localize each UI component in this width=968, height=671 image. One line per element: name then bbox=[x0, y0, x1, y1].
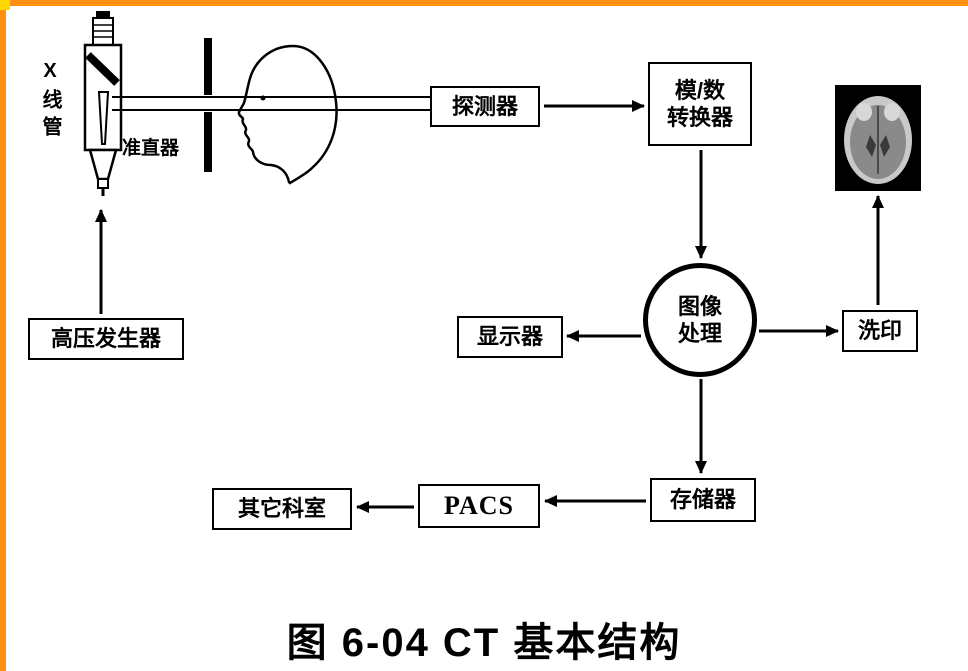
figure-caption: 图 6-04 CT 基本结构 bbox=[286, 621, 682, 665]
slide-border-top bbox=[0, 0, 968, 6]
label-collimator: 准直器 bbox=[122, 138, 180, 159]
node-other-departments: 其它科室 bbox=[212, 488, 352, 530]
node-ad-converter: 模/数 转换器 bbox=[648, 62, 752, 146]
slide-border-left bbox=[0, 0, 6, 671]
node-detector: 探测器 bbox=[430, 86, 540, 127]
brain-ct-scan-thumbnail bbox=[835, 85, 921, 191]
xray-beam-lines bbox=[112, 96, 430, 111]
node-hv-generator: 高压发生器 bbox=[28, 318, 184, 360]
node-display: 显示器 bbox=[457, 316, 563, 358]
node-storage: 存储器 bbox=[650, 478, 756, 522]
node-image-processing: 图像 处理 bbox=[643, 263, 757, 377]
slide-border-corner bbox=[0, 0, 10, 10]
label-xray-tube: X线管 bbox=[39, 60, 61, 143]
collimator-slit-icon bbox=[204, 38, 212, 172]
node-print: 洗印 bbox=[842, 310, 918, 352]
node-pacs: PACS bbox=[418, 484, 540, 528]
patient-head-profile-icon bbox=[237, 44, 338, 185]
xray-tube-icon bbox=[83, 11, 123, 196]
